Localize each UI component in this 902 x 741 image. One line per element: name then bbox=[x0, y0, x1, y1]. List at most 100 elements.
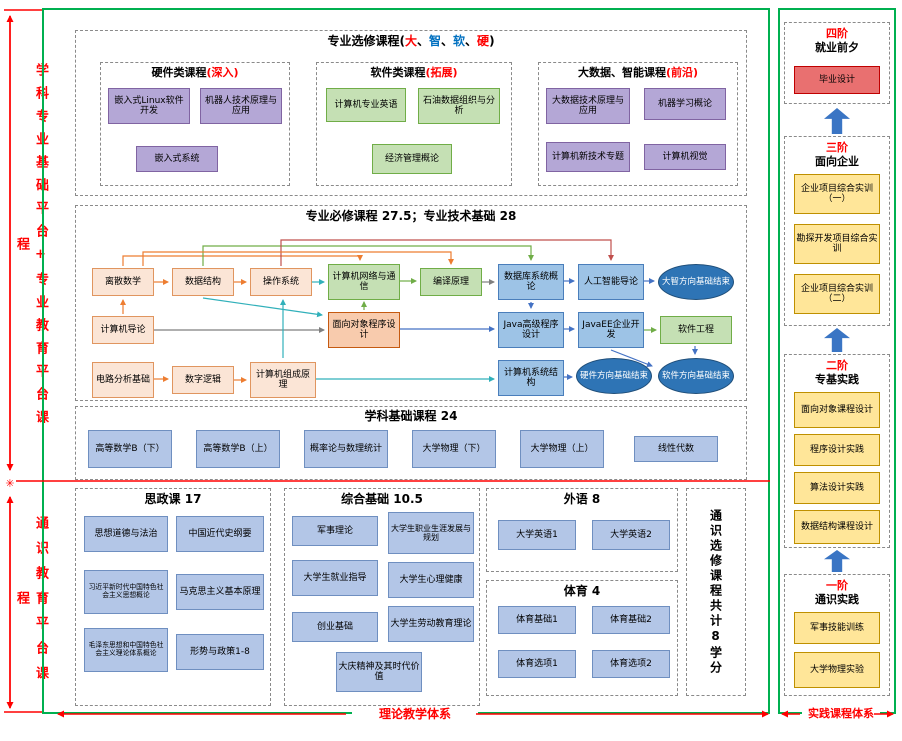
stage-label: 一阶 bbox=[826, 579, 848, 592]
group-hardware-electives bbox=[100, 62, 290, 186]
section-title: 综合基础 10.5 bbox=[341, 492, 423, 506]
section-title: 体育 4 bbox=[563, 584, 601, 598]
course-box: 体育基础2 bbox=[592, 606, 670, 634]
course-box: 形势与政策1-8 bbox=[176, 634, 264, 670]
elective-sep2: 、 bbox=[441, 34, 454, 48]
course-box: 企业项目综合实训（一） bbox=[794, 174, 880, 214]
course-box: 创业基础 bbox=[292, 612, 378, 642]
course-box: 大学生就业指导 bbox=[292, 560, 378, 596]
group-software-electives bbox=[316, 62, 512, 186]
stage-label: 三阶 bbox=[826, 141, 848, 154]
course-box: 计算机系统结构 bbox=[498, 360, 564, 396]
course-box: 数据库系统概论 bbox=[498, 264, 564, 300]
course-box: 数字逻辑 bbox=[172, 366, 234, 394]
section-waiyu bbox=[486, 488, 678, 572]
practice-system-label: 实践课程体系 bbox=[802, 707, 880, 721]
elective-title-suffix: ) bbox=[489, 34, 495, 48]
group-title-tag: (深入) bbox=[206, 66, 239, 79]
group-title: 大数据、智能课程(前沿) bbox=[538, 66, 738, 79]
stage-label: 二阶 bbox=[826, 359, 848, 372]
course-box: 大学物理（下） bbox=[412, 430, 496, 468]
stage-name: 专基实践 bbox=[815, 373, 859, 386]
course-box: 计算机新技术专题 bbox=[546, 142, 630, 172]
course-box: 中国近代史纲要 bbox=[176, 516, 264, 552]
course-box: 勘探开发项目综合实训 bbox=[794, 224, 880, 264]
group-title-text: 大数据、智能课程 bbox=[577, 66, 666, 79]
course-box: 线性代数 bbox=[634, 436, 718, 462]
course-box: 石油数据组织与分析 bbox=[418, 88, 500, 124]
course-box: 军事理论 bbox=[292, 516, 378, 546]
course-box: 体育基础1 bbox=[498, 606, 576, 634]
course-box: 计算机网络与通信 bbox=[328, 264, 400, 300]
course-box: 高等数学B（上） bbox=[196, 430, 280, 468]
section-title: 专业选修课程(大、智、软、硬) bbox=[75, 34, 747, 48]
course-box: 编译原理 bbox=[420, 268, 482, 296]
course-box: Java高级程序设计 bbox=[498, 312, 564, 348]
course-box: JavaEE企业开发 bbox=[578, 312, 644, 348]
section-sizheng bbox=[75, 488, 271, 706]
group-title: 软件类课程(拓展) bbox=[316, 66, 512, 79]
elective-cat-zhi: 智 bbox=[428, 34, 441, 48]
course-box: 毛泽东思想和中国特色社会主义理论体系概论 bbox=[84, 628, 168, 672]
course-box: 体育选项2 bbox=[592, 650, 670, 678]
course-box: 计算机专业英语 bbox=[326, 88, 406, 122]
course-box: 离散数学 bbox=[92, 268, 154, 296]
milestone-ellipse: 硬件方向基础结束 bbox=[576, 358, 652, 394]
milestone-ellipse: 软件方向基础结束 bbox=[658, 358, 734, 394]
milestone-ellipse: 大智方向基础结束 bbox=[658, 264, 734, 300]
stage-3-box bbox=[784, 136, 890, 326]
stage-1-box bbox=[784, 574, 890, 696]
course-box: 高等数学B（下） bbox=[88, 430, 172, 468]
course-box: 习近平新时代中国特色社会主义思想概论 bbox=[84, 570, 168, 614]
course-box: 算法设计实践 bbox=[794, 472, 880, 504]
course-box: 计算机组成原理 bbox=[250, 362, 316, 398]
course-box: 大庆精神及其时代价值 bbox=[336, 652, 422, 692]
stage-4-box bbox=[784, 22, 890, 104]
section-professional-electives bbox=[75, 30, 747, 196]
course-box: 操作系统 bbox=[250, 268, 312, 296]
stage-label: 四阶 bbox=[826, 27, 848, 40]
theory-system-label: 理论教学体系 bbox=[352, 707, 478, 721]
group-bigdata-ai-electives bbox=[538, 62, 738, 186]
section-tiyu bbox=[486, 580, 678, 696]
course-box: 软件工程 bbox=[660, 316, 732, 344]
stage-name: 通识实践 bbox=[815, 593, 859, 606]
group-title-tag: (拓展) bbox=[425, 66, 458, 79]
course-box: 体育选项1 bbox=[498, 650, 576, 678]
elective-cat-ying: 硬 bbox=[477, 34, 490, 48]
course-box: 计算机视觉 bbox=[644, 144, 726, 170]
course-box: 毕业设计 bbox=[794, 66, 880, 94]
section-zonghe bbox=[284, 488, 480, 706]
course-box: 经济管理概论 bbox=[372, 144, 452, 174]
course-box: 大学生职业生涯发展与规划 bbox=[388, 512, 474, 554]
elective-sep3: 、 bbox=[465, 34, 478, 48]
section-title: 思政课 17 bbox=[144, 492, 202, 506]
course-box: 面向对象程序设计 bbox=[328, 312, 400, 348]
course-box: 面向对象课程设计 bbox=[794, 392, 880, 428]
course-box: 数据结构 bbox=[172, 268, 234, 296]
course-box: 嵌入式Linux软件开发 bbox=[108, 88, 190, 124]
stage-name: 面向企业 bbox=[815, 155, 859, 168]
course-box: 大学物理实验 bbox=[794, 652, 880, 688]
course-box: 企业项目综合实训（二） bbox=[794, 274, 880, 314]
elective-cat-da: 大 bbox=[404, 34, 417, 48]
course-box: 人工智能导论 bbox=[578, 264, 644, 300]
group-title-tag: (前沿) bbox=[665, 66, 699, 79]
course-box: 军事技能训练 bbox=[794, 612, 880, 644]
course-box: 大学生劳动教育理论 bbox=[388, 606, 474, 642]
section-required-courses bbox=[75, 205, 747, 401]
course-box: 大数据技术原理与应用 bbox=[546, 88, 630, 124]
group-title-text: 硬件类课程 bbox=[151, 66, 207, 79]
elective-title-prefix: 专业选修课程( bbox=[327, 34, 405, 48]
left-rail-label-top: 学科专业基础平台+专业教育平台课程 bbox=[14, 63, 48, 433]
course-box: 大学英语2 bbox=[592, 520, 670, 550]
course-box: 大学生心理健康 bbox=[388, 562, 474, 598]
course-box: 机器人技术原理与应用 bbox=[200, 88, 282, 124]
course-box: 电路分析基础 bbox=[92, 362, 154, 398]
group-title: 硬件类课程(深入) bbox=[100, 66, 290, 79]
section-title: 学科基础课程 24 bbox=[364, 409, 458, 423]
course-box: 马克思主义基本原理 bbox=[176, 574, 264, 610]
general-electives-label: 通识选修课程共计8学分 bbox=[708, 508, 723, 676]
section-foundation-courses bbox=[75, 406, 747, 480]
